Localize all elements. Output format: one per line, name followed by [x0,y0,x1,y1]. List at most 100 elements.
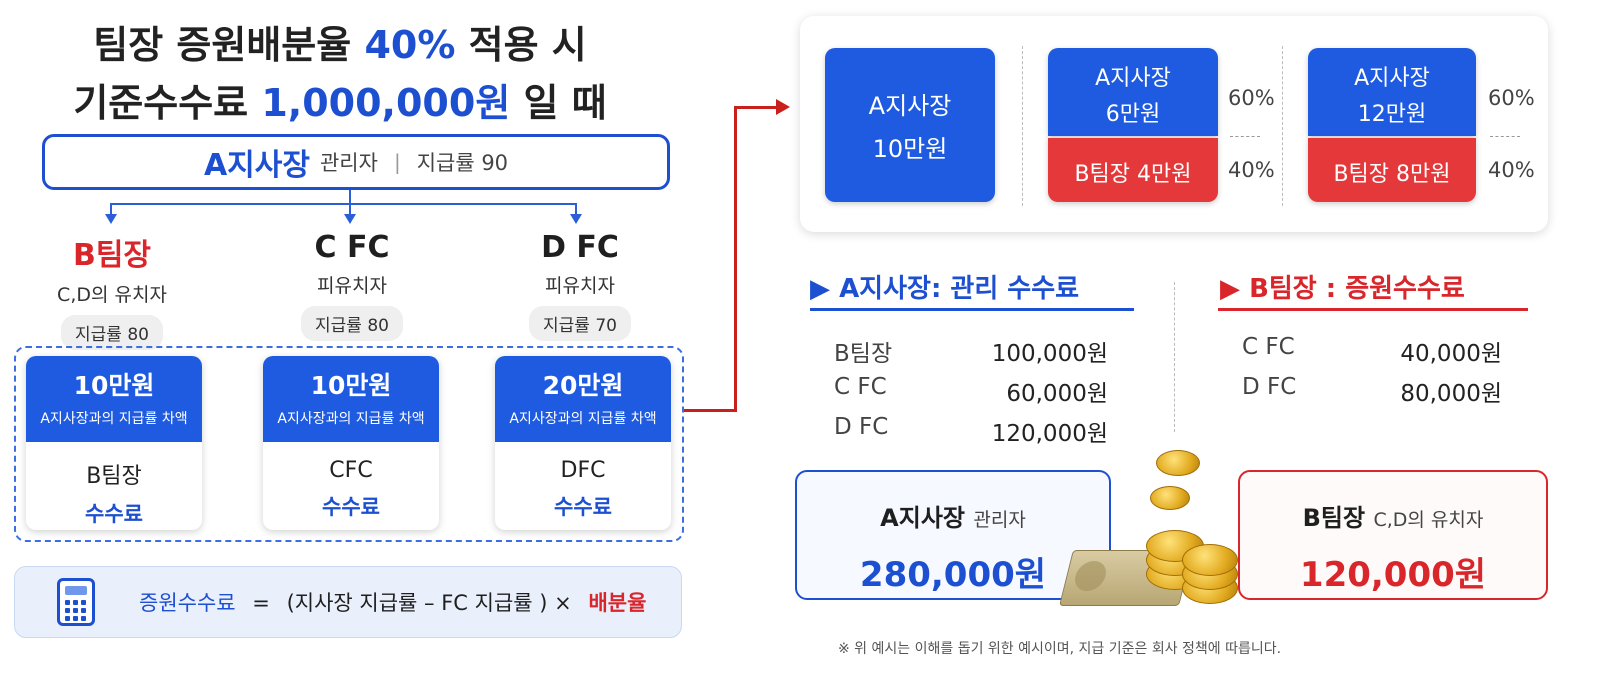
title-line-2-highlight: 1,000,000원 [261,81,511,125]
calculator-icon [57,578,95,626]
arrow-down-icon [344,214,356,224]
split-top-line2: 12만원 [1357,102,1427,127]
section-a-underline [810,308,1134,311]
total-a-role: 관리자 [973,509,1026,531]
manager-role: 관리자 [319,151,378,175]
divider [1282,46,1283,206]
section-b-heading: ▶ B팀장 : 증원수수료 [1220,268,1465,305]
fee-card-fee: 수수료 [554,495,612,519]
formula-expr: (지사장 지급률 – FC 지급률 ) × [286,591,572,615]
member-b-leader: B팀장 C,D의 유치자 지급률 80 [12,230,212,350]
section-b-row-value: 80,000원 [1400,381,1502,407]
total-a-value: 280,000원 [859,555,1047,595]
divider [1022,46,1023,206]
title-line-2-pre: 기준수수료 [73,81,262,125]
divider [1230,136,1260,137]
total-b-role: C,D의 유치자 [1373,509,1484,531]
section-b-row-label: D FC [1242,374,1297,400]
manager-rate: 지급률 90 [416,151,509,175]
fee-card-desc: A지사장과의 지급률 차액 [509,411,657,427]
member-d-fc: D FC 피유치자 지급률 70 [480,230,680,341]
member-rate-badge: 지급률 80 [301,306,403,341]
section-a-row-label: C FC [834,374,887,400]
member-rate-badge: 지급률 70 [529,306,631,341]
arrow-right-icon [776,99,790,115]
play-icon: ▶ [810,274,830,304]
total-a-name: A지사장 [880,504,965,532]
divider [1490,136,1520,137]
member-name: D FC [541,230,619,265]
split-main-box: A지사장 10만원 [825,48,995,202]
split-bottom-pct: 40% [1488,158,1535,182]
total-b-head: B팀장 C,D의 유치자 [1240,498,1546,533]
tree-connector [349,203,351,215]
member-role: C,D의 유치자 [57,284,167,306]
fee-card: 20만원 A지사장과의 지급률 차액 DFC 수수료 [495,356,671,530]
formula-factor: 배분율 [588,591,647,615]
split-top-box: A지사장 6만원 [1048,48,1218,136]
formula-eq: = [252,591,270,615]
tree-connector [110,203,112,215]
split-top-pct: 60% [1228,86,1275,110]
fee-card-who: B팀장 [86,464,142,489]
tree-connector [110,203,576,205]
coin-icon [1182,544,1238,576]
fee-card-desc: A지사장과의 지급률 차액 [40,411,188,427]
split-top-line1: A지사장 [1095,66,1171,91]
split-bottom-text: B팀장 4만원 [1074,162,1192,187]
total-b-value: 120,000원 [1299,555,1487,595]
section-b-row-label: C FC [1242,334,1295,360]
section-a-row-label: D FC [834,414,889,440]
member-c-fc: C FC 피유치자 지급률 80 [252,230,452,341]
split-top-pct: 60% [1488,86,1535,110]
title-line-1: 팀장 증원배분율 40% 적용 시 [0,14,680,69]
split-bottom-box: B팀장 8만원 [1308,138,1476,202]
fee-card-header: 10만원 A지사장과의 지급률 차액 [263,356,439,442]
fee-card: 10만원 A지사장과의 지급률 차액 CFC 수수료 [263,356,439,530]
connector-arrow [734,106,737,412]
section-a-row-value: 120,000원 [991,421,1108,447]
section-a-heading: ▶ A지사장: 관리 수수료 [810,268,1079,305]
section-b-title: B팀장 : 증원수수료 [1249,274,1465,304]
fee-card-header: 10만원 A지사장과의 지급률 차액 [26,356,202,442]
manager-separator: | [393,150,401,174]
member-rate-badge: 지급률 80 [61,315,163,350]
member-name: C FC [314,230,390,265]
manager-name: A지사장 [203,148,310,183]
section-b-underline [1218,308,1528,311]
arrow-down-icon [570,214,582,224]
split-top-line1: A지사장 [1354,66,1430,91]
fee-cards-group [14,346,684,542]
section-a-row-label: B팀장 [834,341,893,367]
fee-card-who: CFC [329,458,373,483]
fee-card-header: 20만원 A지사장과의 지급률 차액 [495,356,671,442]
split-top-box: A지사장 12만원 [1308,48,1476,136]
member-name: B팀장 [72,238,152,273]
connector-arrow [734,106,778,109]
fee-card-desc: A지사장과의 지급률 차액 [277,411,425,427]
divider [1174,282,1175,432]
fee-card-fee: 수수료 [85,502,143,526]
fee-card-amount: 10만원 [310,371,392,400]
split-main-line2: 10만원 [872,135,948,163]
coin-icon [1156,450,1200,476]
fee-card-amount: 10만원 [73,371,155,400]
split-bottom-text: B팀장 8만원 [1333,162,1451,187]
total-a-head: A지사장 관리자 [797,498,1109,533]
fee-card: 10만원 A지사장과의 지급률 차액 B팀장 수수료 [26,356,202,530]
section-b-row-value: 40,000원 [1400,341,1502,367]
title-line-1-highlight: 40% [364,23,456,67]
tree-connector [349,190,351,204]
fee-card-who: DFC [560,458,606,483]
formula-box: 증원수수료 = (지사장 지급률 – FC 지급률 ) × 배분율 [14,566,682,638]
member-role: 피유치자 [545,275,615,297]
title-line-1-pre: 팀장 증원배분율 [93,23,365,67]
coin-icon [1150,486,1190,510]
section-a-row-value: 100,000원 [991,341,1108,367]
play-icon: ▶ [1220,274,1240,304]
formula-label: 증원수수료 [139,591,236,615]
footnote: ※ 위 예시는 이해를 돕기 위한 예시이며, 지급 기준은 회사 정책에 따릅… [838,641,1282,657]
split-bottom-box: B팀장 4만원 [1048,138,1218,202]
tree-connector [575,203,577,215]
section-a-row-value: 60,000원 [1006,381,1108,407]
